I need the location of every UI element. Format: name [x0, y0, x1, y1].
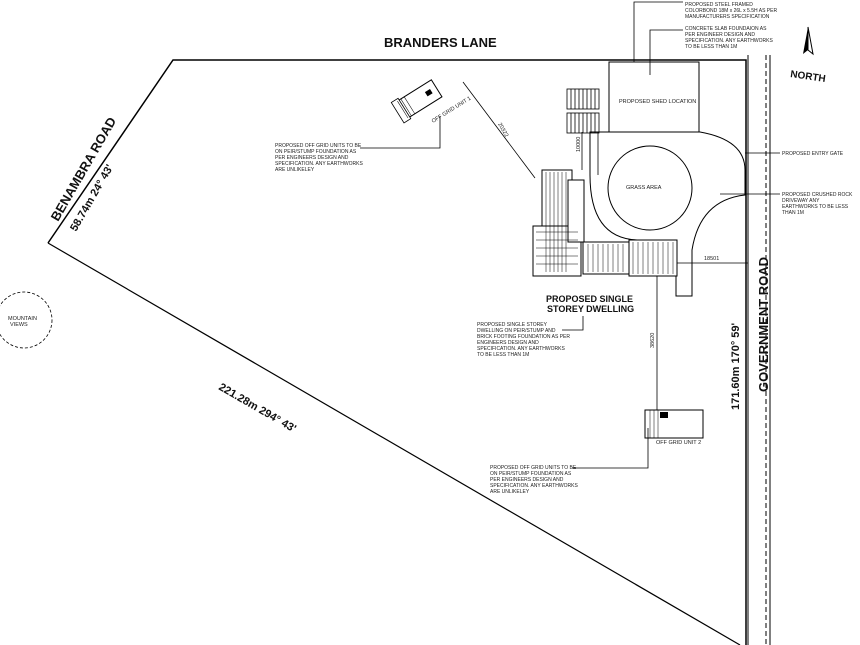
svg-text:ON PEIR/STUMP FOUNDATION AS: ON PEIR/STUMP FOUNDATION AS: [275, 149, 357, 155]
svg-text:TO BE LESS THAN 1M: TO BE LESS THAN 1M: [477, 352, 529, 358]
dimension-shed: 10000: [576, 137, 582, 152]
branders-lane-label: BRANDERS LANE: [384, 35, 497, 50]
dwelling-hatching: [536, 172, 674, 274]
shed-location-label: PROPOSED SHED LOCATION: [619, 99, 696, 105]
north-label: NORTH: [790, 69, 827, 85]
svg-text:TO BE LESS THAN 1M: TO BE LESS THAN 1M: [685, 44, 737, 50]
svg-text:PROPOSED SINGLE STOREY: PROPOSED SINGLE STOREY: [477, 322, 548, 328]
svg-text:ARE UNLIKELEY: ARE UNLIKELEY: [275, 167, 315, 173]
svg-text:SPECIFICATION. ANY EARTHWORKS: SPECIFICATION. ANY EARTHWORKS: [477, 346, 565, 352]
note-unit1: PROPOSED OFF GRID UNITS TO BE ON PEIR/ST…: [275, 143, 363, 173]
driveway: [589, 131, 746, 297]
north-arrow-icon: [803, 26, 814, 56]
note-driveway: PROPOSED CRUSHED ROCK DRIVEWAY ANY EARTH…: [782, 192, 853, 216]
dimension-unit1: 20322: [496, 122, 509, 138]
note-entry-gate: PROPOSED ENTRY GATE: [782, 151, 844, 157]
leader-lines: [360, 1, 780, 469]
svg-text:ARE UNLIKELEY: ARE UNLIKELEY: [490, 489, 530, 495]
svg-text:PER ENGINEER DESIGN AND: PER ENGINEER DESIGN AND: [685, 32, 755, 38]
property-boundary: [47, 59, 747, 645]
mountain-views-label: MOUNTAIN: [8, 316, 37, 322]
grass-area: [607, 145, 693, 231]
svg-text:CONCRETE SLAB FOUNDAION AS: CONCRETE SLAB FOUNDAION AS: [685, 26, 767, 32]
svg-text:BRICK FOOTING FOUNDATION AS PE: BRICK FOOTING FOUNDATION AS PER: [477, 334, 570, 340]
note-dwelling: PROPOSED SINGLE STOREY DWELLING ON PEIR/…: [477, 322, 570, 358]
dimension-lines: [462, 81, 748, 410]
svg-text:PROPOSED STEEL FRAMED: PROPOSED STEEL FRAMED: [685, 2, 753, 8]
storage-containers: [566, 88, 600, 134]
diagonal-boundary: [47, 242, 741, 645]
proposed-dwelling: [532, 169, 678, 277]
svg-text:PROPOSED ENTRY GATE: PROPOSED ENTRY GATE: [782, 151, 844, 157]
svg-text:PROPOSED OFF GRID UNITS TO BE: PROPOSED OFF GRID UNITS TO BE: [490, 465, 577, 471]
svg-text:DRIVEWAY ANY: DRIVEWAY ANY: [782, 198, 820, 204]
note-steel-shed: PROPOSED STEEL FRAMED COLORBOND 18M x 26…: [685, 2, 777, 20]
svg-text:ON PEIR/STUMP FOUNDATION AS: ON PEIR/STUMP FOUNDATION AS: [490, 471, 572, 477]
svg-text:THAN 1M: THAN 1M: [782, 210, 804, 216]
dwelling-title: PROPOSED SINGLE: [546, 294, 633, 304]
svg-text:EARTHWORKS TO BE LESS: EARTHWORKS TO BE LESS: [782, 204, 849, 210]
svg-text:DWELLING ON PEIR/STUMP AND: DWELLING ON PEIR/STUMP AND: [477, 328, 556, 334]
svg-text:MANUFACTURERS SPECIFICATION: MANUFACTURERS SPECIFICATION: [685, 14, 770, 20]
svg-text:SPECIFICATION. ANY EARTHWORKS: SPECIFICATION. ANY EARTHWORKS: [275, 161, 363, 167]
proposed-shed: [608, 61, 700, 133]
off-grid-unit-2: [644, 409, 704, 439]
svg-text:COLORBOND 18M x 26L x 5.5H AS: COLORBOND 18M x 26L x 5.5H AS PER: [685, 8, 777, 14]
grass-area-label: GRASS AREA: [626, 185, 662, 191]
svg-text:SPECIFICATION. ANY EARTHWORKS: SPECIFICATION. ANY EARTHWORKS: [490, 483, 578, 489]
note-unit2: PROPOSED OFF GRID UNITS TO BE ON PEIR/ST…: [490, 465, 578, 495]
off-grid-unit-2-label: OFF GRID UNIT 2: [656, 440, 701, 446]
dwelling-title: STOREY DWELLING: [547, 304, 634, 314]
svg-text:ENGINEERS DESIGN AND: ENGINEERS DESIGN AND: [477, 340, 539, 346]
note-slab: CONCRETE SLAB FOUNDAION AS PER ENGINEER …: [685, 26, 773, 50]
off-grid-unit-1: [390, 79, 443, 124]
svg-text:PER ENGINEERS DESIGN AND: PER ENGINEERS DESIGN AND: [490, 477, 564, 483]
dimension-road: 18501: [704, 256, 719, 262]
government-road-label: GOVERNMENT ROAD: [756, 257, 771, 392]
dimension-unit2: 38620: [650, 333, 656, 348]
svg-text:PROPOSED CRUSHED ROCK: PROPOSED CRUSHED ROCK: [782, 192, 853, 198]
svg-text:SPECIFICATION. ANY EARTHWORKS: SPECIFICATION. ANY EARTHWORKS: [685, 38, 773, 44]
mountain-views-label: VIEWS: [10, 322, 28, 328]
svg-text:PER ENGINEERS DESIGN AND: PER ENGINEERS DESIGN AND: [275, 155, 349, 161]
diagonal-dimension: 221.28m 294° 43': [217, 381, 299, 435]
svg-text:PROPOSED OFF GRID UNITS TO BE: PROPOSED OFF GRID UNITS TO BE: [275, 143, 362, 149]
mountain-views-marker: [0, 291, 53, 349]
government-dimension: 171.60m 170° 59': [730, 322, 742, 410]
